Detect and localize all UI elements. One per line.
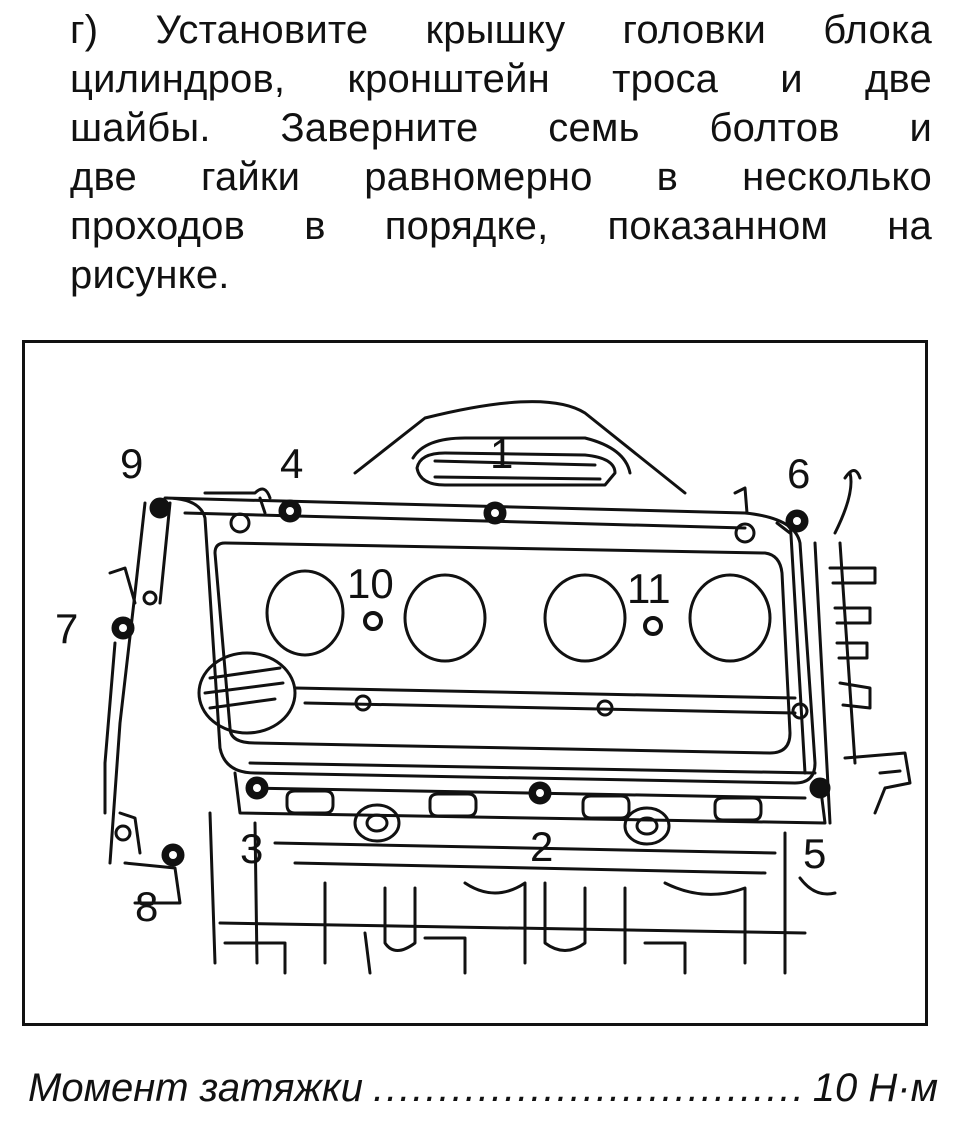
callout-8: 8 — [135, 883, 158, 930]
instruction-line-4: две гайки равномерно в несколько — [70, 155, 932, 199]
torque-leader-dots — [373, 1066, 803, 1111]
cover-outline — [163, 496, 817, 785]
engine-drawing: 1 2 3 4 5 6 7 8 9 10 11 — [55, 400, 912, 975]
nut-11 — [643, 616, 663, 636]
torque-value: 10 Н·м — [812, 1066, 938, 1110]
instruction-line-1: г) Установите крышку головки блока — [70, 8, 932, 52]
torque-label: Момент затяжки — [28, 1066, 363, 1110]
callout-4: 4 — [280, 440, 303, 487]
callout-10: 10 — [347, 560, 394, 607]
bolt-9 — [149, 497, 171, 519]
callout-1: 1 — [490, 430, 513, 477]
oil-filler-cap — [197, 651, 297, 735]
callout-7: 7 — [55, 605, 78, 652]
callout-9: 9 — [120, 440, 143, 487]
cover-inner-panel — [213, 541, 792, 755]
torque-spec: Момент затяжки 10 Н·м — [28, 1066, 938, 1111]
spark-plug-hole-1 — [265, 569, 345, 657]
spark-plug-hole-4 — [688, 573, 772, 663]
cylinder-head-cover-diagram: 1 2 3 4 5 6 7 8 9 10 11 — [22, 340, 928, 1026]
cover-lower-lip — [233, 771, 827, 825]
instruction-text: г) Установите крышку головки блока цилин… — [70, 6, 932, 300]
spark-plug-hole-2 — [403, 573, 487, 663]
left-side-edge — [108, 501, 147, 865]
callout-11: 11 — [627, 565, 671, 612]
callout-2: 2 — [530, 823, 553, 870]
nut-10 — [363, 611, 383, 631]
callout-3: 3 — [240, 825, 263, 872]
instruction-line-6: рисунке. — [70, 253, 230, 297]
hose-bracket — [798, 876, 837, 896]
bolt-5 — [809, 777, 831, 799]
spark-plug-hole-3 — [543, 573, 627, 663]
cover-top-hump — [353, 400, 687, 495]
instruction-line-2: цилиндров, кронштейн троса и две — [70, 57, 932, 101]
callout-6: 6 — [787, 450, 810, 497]
instruction-line-5: проходов в порядке, показанном на — [70, 204, 932, 248]
callout-5: 5 — [803, 830, 826, 877]
instruction-line-3: шайбы. Заверните семь болтов и — [70, 106, 932, 150]
